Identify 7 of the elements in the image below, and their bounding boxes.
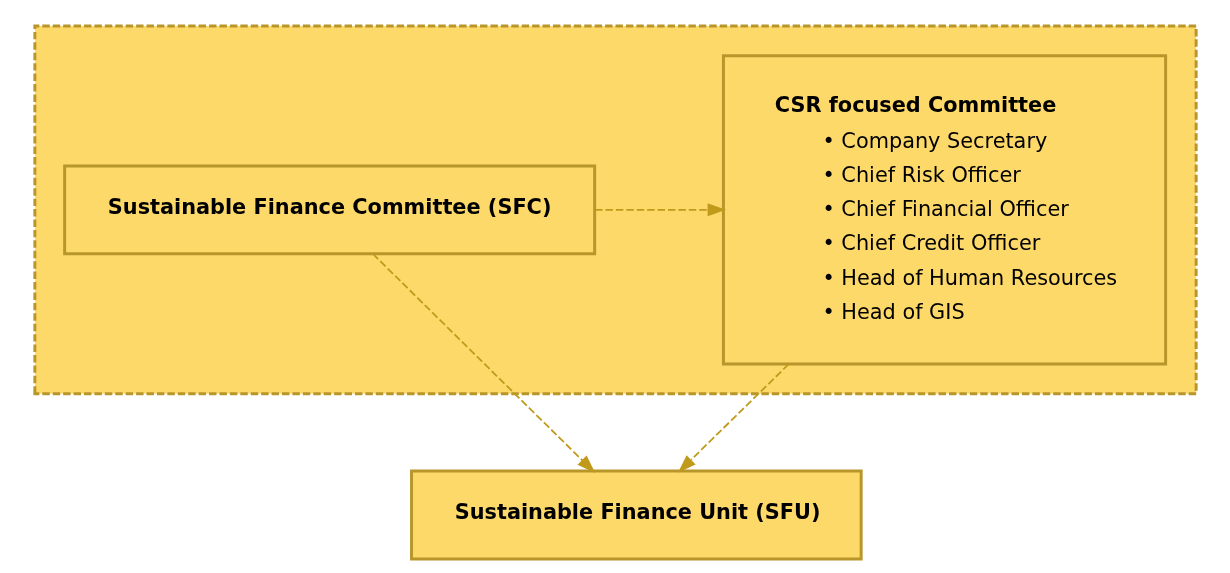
node-box: Sustainable Finance Committee (SFC) — [62, 164, 596, 256]
node-box: Sustainable Finance Unit (SFU) — [409, 469, 863, 561]
arrow — [593, 203, 726, 217]
arrow — [677, 363, 790, 473]
cluster — [32, 24, 1198, 396]
arrow — [371, 253, 595, 473]
node-box: CSR focused Committee • Company Secretary • Chief Risk Officer • Chief Financial Officer • Chief Credit Officer • Head of Human Resources • Head of GIS — [721, 54, 1167, 366]
